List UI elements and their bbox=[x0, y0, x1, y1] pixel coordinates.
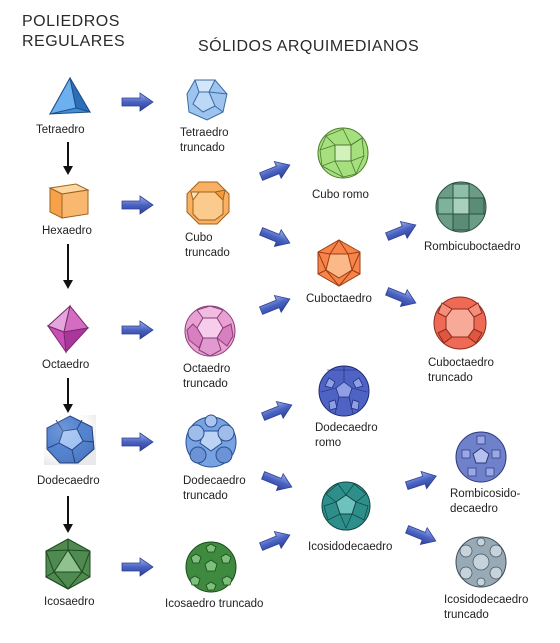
header-regular-polyhedra: POLIEDROS REGULARES bbox=[22, 12, 125, 52]
arrow-up-right-5 bbox=[385, 220, 417, 241]
label-tetraedro: Tetraedro bbox=[36, 124, 85, 136]
arrow-right-3 bbox=[121, 320, 154, 340]
arrow-right-4 bbox=[121, 432, 154, 452]
label-octaedro-truncado: Octaedro truncado bbox=[183, 362, 230, 392]
arrow-down-right-4 bbox=[405, 525, 437, 546]
arrow-down-2 bbox=[63, 244, 73, 289]
arrow-down-3 bbox=[63, 378, 73, 413]
cuboctahedron-icon bbox=[314, 238, 364, 288]
cube-icon bbox=[46, 180, 92, 220]
label-icosidodecaedro-truncado-line1: Icosidodecaedro bbox=[444, 594, 529, 606]
label-cuboctaedro-truncado-line2: truncado bbox=[428, 372, 473, 384]
arrow-down-4 bbox=[63, 496, 73, 533]
arrow-down-right-1 bbox=[259, 227, 291, 248]
label-cuboctaedro-truncado: Cuboctaedro truncado bbox=[428, 356, 494, 386]
truncated-cube-icon bbox=[185, 180, 231, 226]
label-icosidodecaedro-truncado-line2: truncado bbox=[444, 609, 489, 621]
arrow-up-right-1 bbox=[259, 160, 291, 181]
icosahedron-icon bbox=[44, 538, 92, 590]
arrow-right-5 bbox=[121, 557, 154, 577]
snub-dodecahedron-icon bbox=[317, 364, 371, 418]
label-rombicosidodecaedro-line1: Rombicosido- bbox=[450, 488, 521, 500]
arrow-up-right-4 bbox=[259, 530, 291, 551]
tetrahedron-icon bbox=[48, 76, 92, 118]
label-octaedro: Octaedro bbox=[42, 359, 90, 371]
label-dodecaedro-truncado-line2: truncado bbox=[183, 490, 228, 502]
label-cuboctaedro-truncado-line1: Cuboctaedro bbox=[428, 357, 494, 369]
label-dodecaedro: Dodecaedro bbox=[37, 475, 100, 487]
label-cubo-truncado-line1: Cubo bbox=[185, 232, 213, 244]
label-hexaedro: Hexaedro bbox=[42, 225, 92, 237]
arrow-down-right-2 bbox=[261, 471, 293, 492]
arrow-up-right-6 bbox=[404, 470, 437, 490]
label-dodecaedro-truncado-line1: Dodecaedro bbox=[183, 475, 246, 487]
header-regular-line2: REGULARES bbox=[22, 33, 126, 50]
arrow-down-1 bbox=[63, 142, 73, 175]
snub-cube-icon bbox=[316, 126, 370, 180]
label-octaedro-truncado-line2: truncado bbox=[183, 378, 228, 390]
label-dodecaedro-romo-line2: romo bbox=[315, 437, 342, 449]
label-rombicuboctaedro: Rombicuboctaedro bbox=[424, 241, 521, 253]
label-dodecaedro-romo: Dodecaedro romo bbox=[315, 421, 378, 451]
label-tetraedro-truncado: Tetraedro truncado bbox=[180, 126, 229, 156]
label-rombicosidodecaedro-line2: decaedro bbox=[450, 503, 498, 515]
arrow-right-1 bbox=[121, 92, 154, 112]
label-cuboctaedro: Cuboctaedro bbox=[306, 293, 372, 305]
label-icosidodecaedro-truncado: Icosidodecaedro truncado bbox=[444, 593, 528, 623]
arrow-right-2 bbox=[121, 195, 154, 215]
label-tetraedro-truncado-line2: truncado bbox=[180, 142, 225, 154]
rhombicosidodecahedron-icon bbox=[454, 430, 508, 484]
header-regular-line1: POLIEDROS bbox=[22, 13, 120, 30]
label-cubo-romo: Cubo romo bbox=[312, 189, 369, 201]
label-icosidodecaedro: Icosidodecaedro bbox=[308, 541, 393, 553]
arrow-down-right-3 bbox=[385, 287, 417, 308]
arrow-up-right-3 bbox=[261, 400, 293, 421]
arrow-up-right-2 bbox=[259, 294, 291, 315]
truncated-icosidodecahedron-icon bbox=[454, 535, 508, 589]
label-dodecaedro-romo-line1: Dodecaedro bbox=[315, 422, 378, 434]
icosidodecahedron-icon bbox=[320, 480, 372, 532]
label-octaedro-truncado-line1: Octaedro bbox=[183, 363, 231, 375]
truncated-icosahedron-icon bbox=[184, 540, 238, 594]
label-tetraedro-truncado-line1: Tetraedro bbox=[180, 127, 229, 139]
header-archimedean-solids: SÓLIDOS ARQUIMEDIANOS bbox=[198, 38, 420, 55]
octahedron-icon bbox=[46, 304, 90, 354]
label-dodecaedro-truncado: Dodecaedro truncado bbox=[183, 474, 246, 504]
label-cubo-truncado-line2: truncado bbox=[185, 247, 230, 259]
label-icosaedro: Icosaedro bbox=[44, 596, 95, 608]
truncated-tetrahedron-icon bbox=[185, 78, 229, 122]
dodecahedron-icon bbox=[44, 415, 96, 465]
truncated-dodecahedron-icon bbox=[184, 414, 238, 469]
label-cubo-truncado: Cubo truncado bbox=[185, 231, 230, 261]
truncated-cuboctahedron-icon bbox=[432, 295, 488, 351]
label-icosaedro-truncado: Icosaedro truncado bbox=[165, 598, 264, 610]
rhombicuboctahedron-icon bbox=[434, 180, 488, 234]
label-rombicosidodecaedro: Rombicosido- decaedro bbox=[450, 487, 520, 517]
truncated-octahedron-icon bbox=[183, 304, 237, 358]
